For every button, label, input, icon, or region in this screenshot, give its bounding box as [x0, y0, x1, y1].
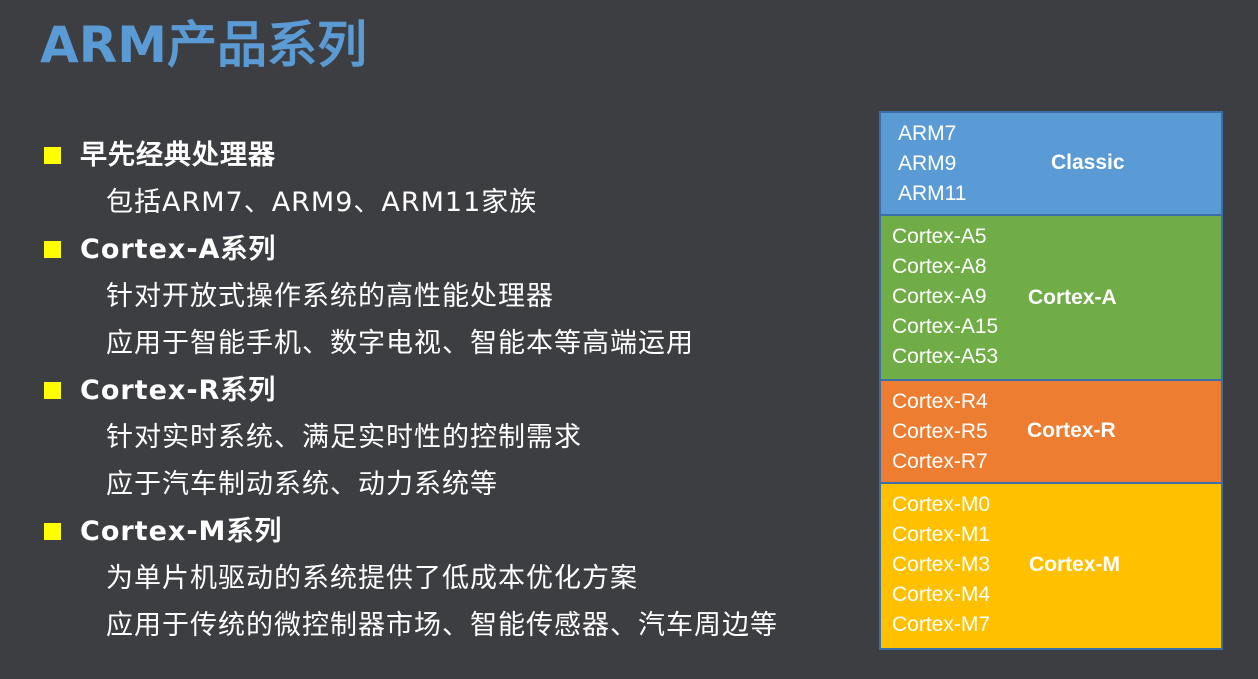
bullet-heading-classic: 早先经典处理器: [44, 132, 864, 179]
bullet-detail-line: 应于汽车制动系统、动力系统等: [106, 469, 498, 500]
bullet-detail-line: 应用于智能手机、数字电视、智能本等高端运用: [106, 328, 694, 359]
family-item: Cortex-M0: [892, 493, 991, 516]
family-item: Cortex-A5: [892, 225, 987, 248]
bullet-list: 早先经典处理器 包括ARM7、ARM9、ARM11家族 Cortex-A系列 针…: [44, 132, 864, 649]
family-item: ARM11: [898, 182, 967, 205]
bullet-detail-line: 应用于传统的微控制器市场、智能传感器、汽车周边等: [106, 610, 778, 641]
family-item: Cortex-M4: [892, 583, 991, 606]
family-item: Cortex-A15: [892, 315, 999, 338]
family-group-cortex-a: Cortex-A5 Cortex-A8 Cortex-A9 Cortex-A15…: [881, 216, 1221, 381]
bullet-heading-text: Cortex-A系列: [80, 234, 277, 265]
slide-title: ARM产品系列: [40, 16, 367, 74]
family-group-name: Cortex-R: [1027, 419, 1116, 442]
bullet-detail-line: 针对开放式操作系统的高性能处理器: [106, 281, 554, 312]
family-group-name: Classic: [1051, 151, 1125, 174]
family-item: Cortex-R5: [892, 420, 988, 443]
bullet-heading-text: Cortex-M系列: [80, 516, 283, 547]
bullet-detail-line: 为单片机驱动的系统提供了低成本优化方案: [106, 563, 638, 594]
bullet-heading-text: Cortex-R系列: [80, 375, 277, 406]
family-group-cortex-m: Cortex-M0 Cortex-M1 Cortex-M3 Cortex-M4 …: [881, 484, 1221, 648]
bullet-square-icon: [44, 147, 61, 164]
family-group-classic: ARM7 ARM9 ARM11 Classic: [881, 113, 1221, 216]
family-items: Cortex-M0 Cortex-M1 Cortex-M3 Cortex-M4 …: [892, 490, 990, 640]
family-item: Cortex-A8: [892, 255, 987, 278]
family-items: Cortex-R4 Cortex-R5 Cortex-R7: [892, 387, 988, 477]
family-item: Cortex-M3: [892, 553, 991, 576]
arm-family-table: ARM7 ARM9 ARM11 Classic Cortex-A5 Cortex…: [879, 111, 1223, 650]
family-item: Cortex-M7: [892, 613, 991, 636]
bullet-detail-line: 包括ARM7、ARM9、ARM11家族: [106, 187, 538, 218]
family-group-cortex-r: Cortex-R4 Cortex-R5 Cortex-R7 Cortex-R: [881, 381, 1221, 484]
bullet-heading-cortex-r: Cortex-R系列: [44, 367, 864, 414]
family-item: Cortex-A53: [892, 345, 999, 368]
bullet-detail-line: 针对实时系统、满足实时性的控制需求: [106, 422, 582, 453]
family-item: Cortex-R7: [892, 450, 988, 473]
family-item: Cortex-R4: [892, 390, 988, 413]
family-items: Cortex-A5 Cortex-A8 Cortex-A9 Cortex-A15…: [892, 222, 998, 372]
family-item: ARM9: [898, 152, 957, 175]
bullet-heading-cortex-a: Cortex-A系列: [44, 226, 864, 273]
bullet-square-icon: [44, 382, 61, 399]
family-item: Cortex-M1: [892, 523, 991, 546]
bullet-square-icon: [44, 523, 61, 540]
bullet-heading-text: 早先经典处理器: [80, 140, 276, 171]
bullet-square-icon: [44, 241, 61, 258]
family-items: ARM7 ARM9 ARM11: [898, 119, 966, 209]
family-group-name: Cortex-A: [1028, 286, 1117, 309]
family-group-name: Cortex-M: [1029, 553, 1121, 576]
bullet-heading-cortex-m: Cortex-M系列: [44, 508, 864, 555]
family-item: Cortex-A9: [892, 285, 987, 308]
family-item: ARM7: [898, 122, 957, 145]
